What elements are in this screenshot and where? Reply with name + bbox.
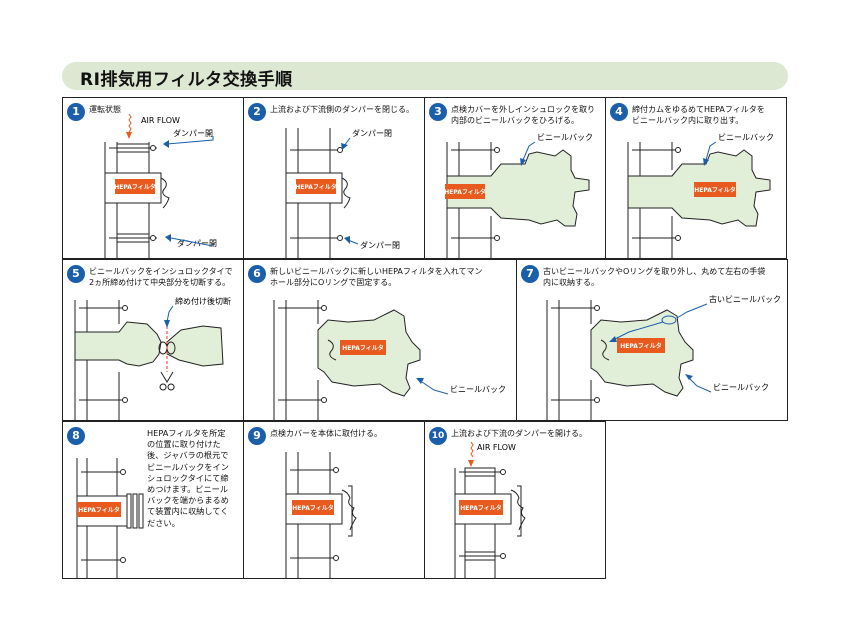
damper-top-label: ダンパー開 [173,128,213,138]
step-8-panel: 8 HEPAフィルタを所定 の位置に取り付けた 後、ジャバラの根元で ビニールバ… [62,421,244,579]
svg-text:HEPAフィルタ: HEPAフィルタ [295,183,337,191]
step-10-caption: 上流および下流のダンパーを開ける。 [451,429,587,438]
step-3-panel: 3 点検カバーを外しインシュロックを取り 内部のビニールバックをひろげる。 HE… [424,97,606,259]
svg-text:HEPAフィルタ: HEPAフィルタ [342,344,384,352]
step-9-diagram: HEPAフィルタ [285,452,357,578]
step-3-number: 3 [429,103,447,121]
air-flow-label: AIR FLOW [477,443,516,452]
step-5-panel: 5 ビニールバックをインシュロックタイで 2ヵ所締め付けて中央部分を切断する。 … [62,259,244,421]
step-2-diagram: HEPAフィルタ ダンパー閉 ダンパー閉 [285,128,400,258]
step-1-number: 1 [67,103,85,121]
step-7-number: 7 [521,265,539,283]
page-title: RI排気用フィルタ交換手順 [80,70,293,90]
step-5-caption: ビニールバックをインシュロックタイで 2ヵ所締め付けて中央部分を切断する。 [89,267,233,287]
step-10-diagram: AIR FLOW HEPAフィルタ [454,441,526,578]
step-3-caption: 点検カバーを外しインシュロックを取り 内部のビニールバックをひろげる。 [451,105,595,125]
step-9-caption: 点検カバーを本体に取付ける。 [270,429,382,438]
step-10-number: 10 [429,427,447,445]
step-2-panel: 2 上流および下流側のダンパーを閉じる。 HEPAフィルタ ダンパー閉 ダンパー… [243,97,425,259]
svg-text:HEPAフィルタ: HEPAフィルタ [78,506,120,514]
step-6-diagram: HEPAフィルタ ビニールバック [273,300,506,420]
step-3-diagram: HEPAフィルタ ビニールバック [444,133,593,258]
cut-label: 締め付け後切断 [175,296,231,306]
step-2-caption: 上流および下流側のダンパーを閉じる。 [270,105,414,114]
step-4-diagram: HEPAフィルタ ビニールバック [627,133,774,258]
svg-text:HEPAフィルタ: HEPAフィルタ [444,188,486,196]
step-9-number: 9 [248,427,266,445]
step-2-number: 2 [248,103,266,121]
hepa-filter-label: HEPAフィルタ [114,183,156,191]
step-5-number: 5 [67,265,85,283]
svg-text:HEPAフィルタ: HEPAフィルタ [694,186,736,194]
bag-label: ビニールバック [450,385,506,394]
step-1-diagram: AIR FLOW HEPAフィルタ ダンパー開 ダンパー開 [104,113,217,258]
step-5-diagram: 締め付け後切断 [74,296,231,420]
step-6-number: 6 [248,265,266,283]
title-bar: RI排気用フィルタ交換手順 [62,62,788,90]
step-6-panel: 6 新しいビニールバックに新しいHEPAフィルタを入れてマン ホール部分にOリン… [243,259,517,421]
step-1-panel: 1 運転状態 AIR FLOW HEPAフィルタ ダンパー開 ダンパー開 [62,97,244,259]
step-7-panel: 7 古いビニールバックやOリングを取り外し、丸めて左右の手袋 内に収納する。 H… [516,259,788,421]
svg-text:HEPAフィルタ: HEPAフィルタ [620,342,662,350]
bag-label: ビニールバック [713,383,769,392]
step-4-number: 4 [610,103,628,121]
step-8-diagram: HEPAフィルタ [76,458,144,578]
step-4-caption: 締付カムをゆるめてHEPAフィルタを ビニールバック内に取り出す。 [632,105,765,125]
hepa-filter [115,179,155,194]
damper-bottom-label: ダンパー閉 [360,240,400,250]
step-7-diagram: HEPAフィルタ 古いビニールバック ビニールバック [546,294,781,420]
step-7-caption: 古いビニールバックやOリングを取り外し、丸めて左右の手袋 内に収納する。 [543,267,766,287]
step-10-panel: 10 上流および下流のダンパーを開ける。 AIR FLOW HEPAフィルタ [424,421,606,579]
bag-label: ビニールバック [718,133,774,142]
damper-top-label: ダンパー閉 [352,128,392,138]
step-8-caption: HEPAフィルタを所定 の位置に取り付けた 後、ジャバラの根元で ビニールバック… [147,428,229,528]
step-4-panel: 4 締付カムをゆるめてHEPAフィルタを ビニールバック内に取り出す。 HEPA… [605,97,787,259]
svg-text:HEPAフィルタ: HEPAフィルタ [292,504,334,512]
old-bag-label: 古いビニールバック [709,294,781,304]
step-6-caption: 新しいビニールバックに新しいHEPAフィルタを入れてマン ホール部分にOリングで… [270,267,483,287]
step-1-caption: 運転状態 [89,105,121,114]
air-flow-label: AIR FLOW [141,116,180,125]
svg-text:HEPAフィルタ: HEPAフィルタ [460,504,502,512]
step-9-panel: 9 点検カバーを本体に取付ける。 HEPAフィルタ [243,421,425,579]
step-8-number: 8 [67,427,85,445]
bag-label: ビニールバック [537,133,593,142]
